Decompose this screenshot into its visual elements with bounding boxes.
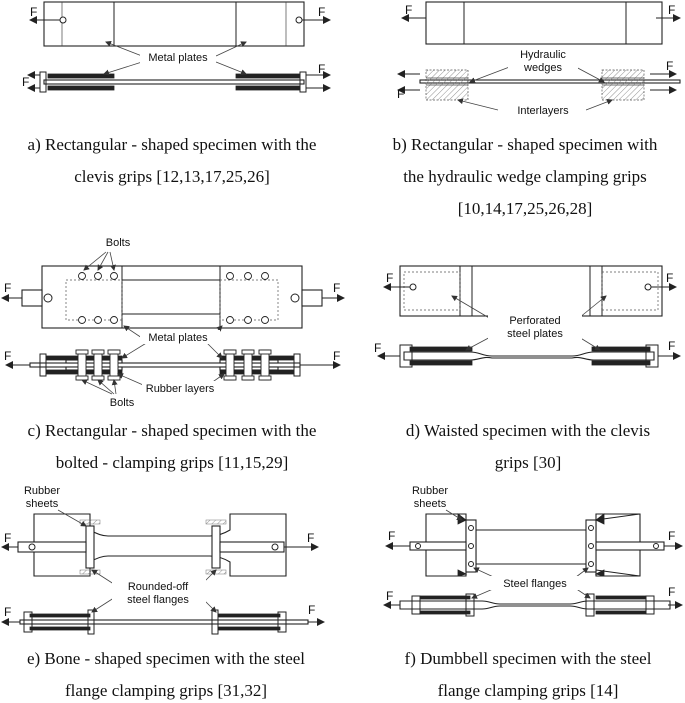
caption-b-line1: b) Rectangular - shaped specimen with xyxy=(393,135,658,154)
label-bolts-top: Bolts xyxy=(106,237,131,249)
panel-f: F F F F Rubber sheets Ste xyxy=(383,485,683,700)
bolts-side-right xyxy=(223,349,272,381)
panel-d-top-view: F F xyxy=(383,265,677,317)
caption-d-line1: d) Waisted specimen with the clevis xyxy=(406,421,650,440)
caption-b-line2: the hydraulic wedge clamping grips xyxy=(403,167,647,186)
label-bolts-bottom: Bolts xyxy=(110,397,135,409)
force-label: F xyxy=(318,62,325,76)
caption-c-line1: c) Rectangular - shaped specimen with th… xyxy=(28,421,317,440)
label-rubber-f: Rubber xyxy=(412,485,448,497)
force-label: F xyxy=(307,531,314,545)
force-label: F xyxy=(318,5,325,19)
caption-a-line2: clevis grips [12,13,17,25,26] xyxy=(74,167,269,186)
panel-f-top-view: F F xyxy=(385,513,683,577)
waisted-specimen-profile xyxy=(403,351,655,361)
caption-d-line2: grips [30] xyxy=(495,453,562,472)
label-perforated: Perforated xyxy=(509,315,560,327)
caption-b-line3: [10,14,17,25,26,28] xyxy=(458,199,593,218)
label-metal-plates: Metal plates xyxy=(148,52,208,64)
force-label: F xyxy=(397,87,404,101)
panel-b-top-view: F F xyxy=(401,1,681,45)
force-label: F xyxy=(22,75,29,89)
force-label: F xyxy=(666,59,673,73)
panel-e: F F F F Rubber sheets Rou xyxy=(1,485,325,700)
label-steel-flanges-e: steel flanges xyxy=(127,594,189,606)
label-rubber: Rubber xyxy=(24,485,60,497)
label-steel-plates: steel plates xyxy=(507,328,563,340)
force-label: F xyxy=(666,271,673,285)
force-label: F xyxy=(668,529,675,543)
panel-b-leaders: Hydraulic wedges Interlayers xyxy=(457,46,613,117)
force-label: F xyxy=(668,3,675,17)
bolt-holes-right xyxy=(226,272,269,324)
caption-c-line2: bolted - clamping grips [11,15,29] xyxy=(56,453,289,472)
steel-flange-right xyxy=(211,525,221,569)
panel-f-leaders: Rubber sheets Steel flanges xyxy=(412,485,591,599)
force-label: F xyxy=(4,281,11,295)
bone-specimen-outline xyxy=(33,513,287,577)
clevis-pin-left xyxy=(59,16,67,24)
panel-c-top-view: F F Bolts xyxy=(1,237,345,329)
force-label: F xyxy=(333,281,340,295)
caption-f-line1: f) Dumbbell specimen with the steel xyxy=(405,649,652,668)
force-label: F xyxy=(4,605,11,619)
panel-a-top-view: F F xyxy=(29,1,331,47)
label-steel-flanges-f: Steel flanges xyxy=(503,578,567,590)
force-label: F xyxy=(668,339,675,353)
clevis-pin-right xyxy=(295,16,303,24)
panel-e-leaders: Rubber sheets Rounded-off steel flanges xyxy=(24,485,217,613)
label-sheets-f: sheets xyxy=(414,498,447,510)
force-label: F xyxy=(388,529,395,543)
panel-a-side-view: F F xyxy=(22,62,331,93)
panel-d-side-view: F F xyxy=(374,339,681,368)
panel-a-leaders: Metal plates xyxy=(103,41,247,76)
label-hydraulic: Hydraulic xyxy=(520,49,566,61)
panel-a: F F F F Metal plates a) Rectangular xyxy=(22,1,331,186)
force-label: F xyxy=(386,589,393,603)
panel-b-side-view: F F xyxy=(397,59,681,101)
panel-d-leaders: Perforated steel plates xyxy=(451,295,607,351)
panel-d: F F F F Perforated steel plates d) Waist… xyxy=(374,265,681,472)
force-label: F xyxy=(333,349,340,363)
label-sheets: sheets xyxy=(26,498,59,510)
force-label: F xyxy=(4,531,11,545)
caption-e-line1: e) Bone - shaped specimen with the steel xyxy=(27,649,305,668)
force-label: F xyxy=(405,3,412,17)
panel-c-side-view: F F xyxy=(4,349,341,381)
label-metal-plates-c: Metal plates xyxy=(148,332,208,344)
caption-a-line1: a) Rectangular - shaped specimen with th… xyxy=(28,135,317,154)
label-wedges: wedges xyxy=(523,62,562,74)
caption-e-line2: flange clamping grips [31,32] xyxy=(65,681,267,700)
panel-e-top-view: F F xyxy=(1,513,319,577)
bolt-holes-left xyxy=(78,272,118,324)
panel-c-leaders: Metal plates Rubber layers Bolts xyxy=(81,325,225,409)
panel-f-side-view: F F xyxy=(383,585,683,617)
dumbbell-side-profile xyxy=(399,600,671,610)
label-rubber-layers: Rubber layers xyxy=(146,383,215,395)
caption-f-line2: flange clamping grips [14] xyxy=(438,681,619,700)
label-interlayers: Interlayers xyxy=(517,105,569,117)
label-rounded-off: Rounded-off xyxy=(128,581,189,593)
force-label: F xyxy=(4,349,11,363)
force-label: F xyxy=(308,603,315,617)
force-label: F xyxy=(668,585,675,599)
force-label: F xyxy=(374,341,381,355)
panel-e-side-view: F F xyxy=(1,603,325,635)
panel-b: F F F F Hydraulic wedges xyxy=(393,1,681,218)
panel-c: F F Bolts xyxy=(1,237,345,472)
steel-flange-left xyxy=(85,525,95,569)
force-label: F xyxy=(30,5,37,19)
force-label: F xyxy=(386,271,393,285)
bolts-side-left xyxy=(75,349,121,381)
